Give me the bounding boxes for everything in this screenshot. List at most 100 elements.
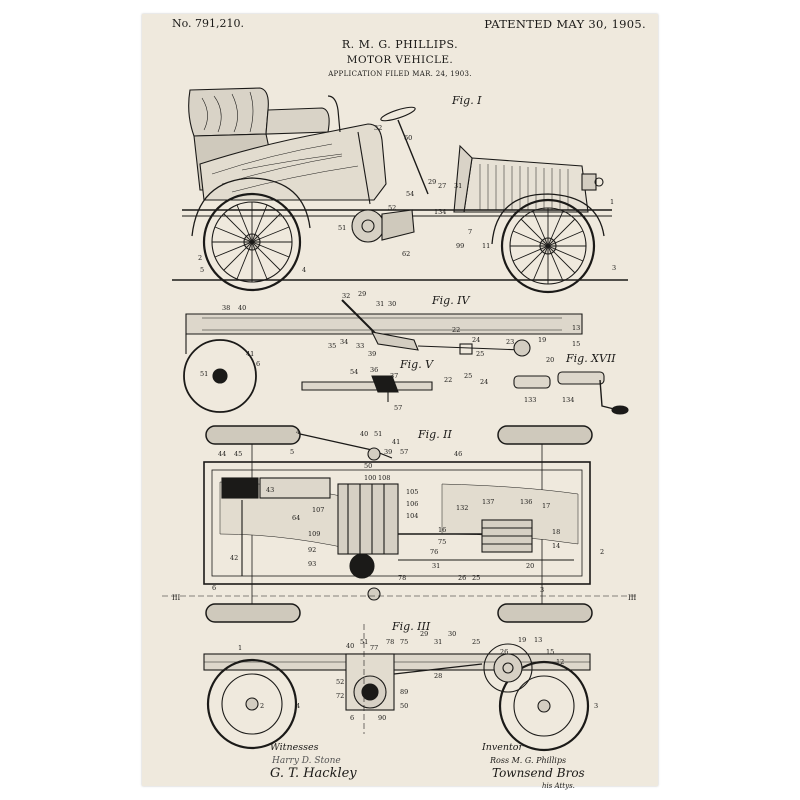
patent-drawings: Fig. I (162, 87, 638, 752)
ref-number: 29 (428, 178, 436, 186)
ref-number: 22 (444, 376, 452, 384)
ref-number: 76 (430, 548, 438, 556)
ref-number: 90 (378, 714, 386, 722)
ref-number: 23 (506, 338, 514, 346)
ref-number: 40 (238, 304, 246, 312)
ref-number: 13 (572, 324, 580, 332)
ref-number: 136 (520, 498, 532, 506)
ref-number: 45 (234, 450, 242, 458)
ref-number: 19 (518, 636, 526, 644)
ref-number: 46 (454, 450, 462, 458)
ref-number: 3 (594, 702, 598, 710)
patent-sheet: No. 791,210. PATENTED MAY 30, 1905. R. M… (142, 14, 658, 790)
ref-number: 43 (266, 486, 274, 494)
application-date: APPLICATION FILED MAR. 24, 1903. (328, 70, 472, 78)
ref-number: 14 (552, 542, 560, 550)
patent-title: MOTOR VEHICLE. (346, 54, 454, 66)
ref-number: 31 (434, 638, 442, 646)
ref-number: 30 (448, 630, 456, 638)
ref-number: 2 (260, 702, 264, 710)
ref-number: 32 (374, 124, 382, 132)
fig-17-label: Fig. XVII (565, 352, 616, 365)
ref-number: 25 (476, 350, 484, 358)
ref-number: 25 (464, 372, 472, 380)
ref-number: 15 (572, 340, 580, 348)
ref-number: 34 (340, 338, 348, 346)
ref-number: 2 (600, 548, 604, 556)
fig-5-label: Fig. V (399, 358, 434, 371)
ref-number: 52 (336, 678, 344, 686)
witness-signature-1: Harry D. Stone (272, 756, 341, 766)
ref-number: 100 (364, 474, 376, 482)
ref-number: 77 (370, 644, 378, 652)
ref-number: 106 (406, 500, 418, 508)
ref-number: 99 (456, 242, 464, 250)
ref-number: 78 (398, 574, 406, 582)
fig-3-lower-view: Fig. III 40 51 77 (203, 620, 598, 752)
fig-1-label: Fig. I (451, 94, 482, 107)
ref-number: 28 (434, 672, 442, 680)
ref-number: 26 (458, 574, 466, 582)
ref-number: 109 (308, 530, 320, 538)
ref-number: 6 (212, 584, 216, 592)
ref-number: 6 (350, 714, 354, 722)
ref-number: 29 (358, 290, 366, 298)
ref-number: 24 (480, 378, 488, 386)
ref-number: 24 (472, 336, 480, 344)
ref-number: 22 (452, 326, 460, 334)
ref-number: 137 (482, 498, 494, 506)
attorney-subtitle: his Attys. (542, 782, 575, 790)
ref-number: 39 (384, 448, 392, 456)
ref-number: 42 (230, 554, 238, 562)
ref-number: 37 (390, 372, 398, 380)
ref-number: 5 (200, 266, 204, 274)
ref-number: 3 (540, 586, 544, 594)
ref-number: 31 (454, 182, 462, 190)
ref-number: 36 (370, 366, 378, 374)
witness-signature-2: G. T. Hackley (270, 766, 357, 781)
ref-number: 93 (308, 560, 316, 568)
ref-number: 51 (360, 638, 368, 646)
inventor-name-heading: R. M. G. PHILLIPS. (341, 38, 459, 51)
ref-number: 25 (472, 638, 480, 646)
ref-number: 132 (456, 504, 468, 512)
ref-number: 33 (356, 342, 364, 350)
ref-number: 72 (336, 692, 344, 700)
ref-number: 20 (546, 356, 554, 364)
ref-number: 27 (438, 182, 446, 190)
ref-number: 38 (222, 304, 230, 312)
ref-number: 92 (308, 546, 316, 554)
ref-number: 57 (400, 448, 408, 456)
ref-number: 39 (368, 350, 376, 358)
ref-number: 29 (420, 630, 428, 638)
ref-number: 134 (434, 208, 446, 216)
ref-number: 41 (246, 350, 254, 358)
ref-number: 51 (374, 430, 382, 438)
ref-number: 133 (524, 396, 536, 404)
ref-number: 3 (612, 264, 616, 272)
ref-number: 11 (482, 242, 490, 250)
ref-number: 16 (438, 526, 446, 534)
ref-number: 5 (290, 448, 294, 456)
ref-number: 25 (472, 574, 480, 582)
ref-number: 31 (376, 300, 384, 308)
fig-1-side-view: Fig. I (172, 87, 628, 294)
fig-2-label: Fig. II (417, 428, 453, 441)
ref-number: 20 (526, 562, 534, 570)
patent-date: PATENTED MAY 30, 1905. (484, 17, 646, 31)
ref-number: 50 (400, 702, 408, 710)
ref-number: 104 (406, 512, 418, 520)
ref-number: 17 (542, 502, 550, 510)
fig-2-plan-view: Fig. II (162, 425, 638, 623)
fig-3-label: Fig. III (391, 620, 431, 633)
ref-number: 18 (552, 528, 560, 536)
ref-number: 7 (468, 228, 472, 236)
ref-number: 2 (198, 254, 202, 262)
ref-number: 75 (438, 538, 446, 546)
fig-17-detail: Fig. XVII 133 134 (513, 352, 629, 415)
ref-number: 4 (296, 428, 300, 436)
ref-number: 44 (218, 450, 226, 458)
ref-number: 13 (534, 636, 542, 644)
ref-number: 12 (556, 658, 564, 666)
ref-number: 57 (394, 404, 402, 412)
